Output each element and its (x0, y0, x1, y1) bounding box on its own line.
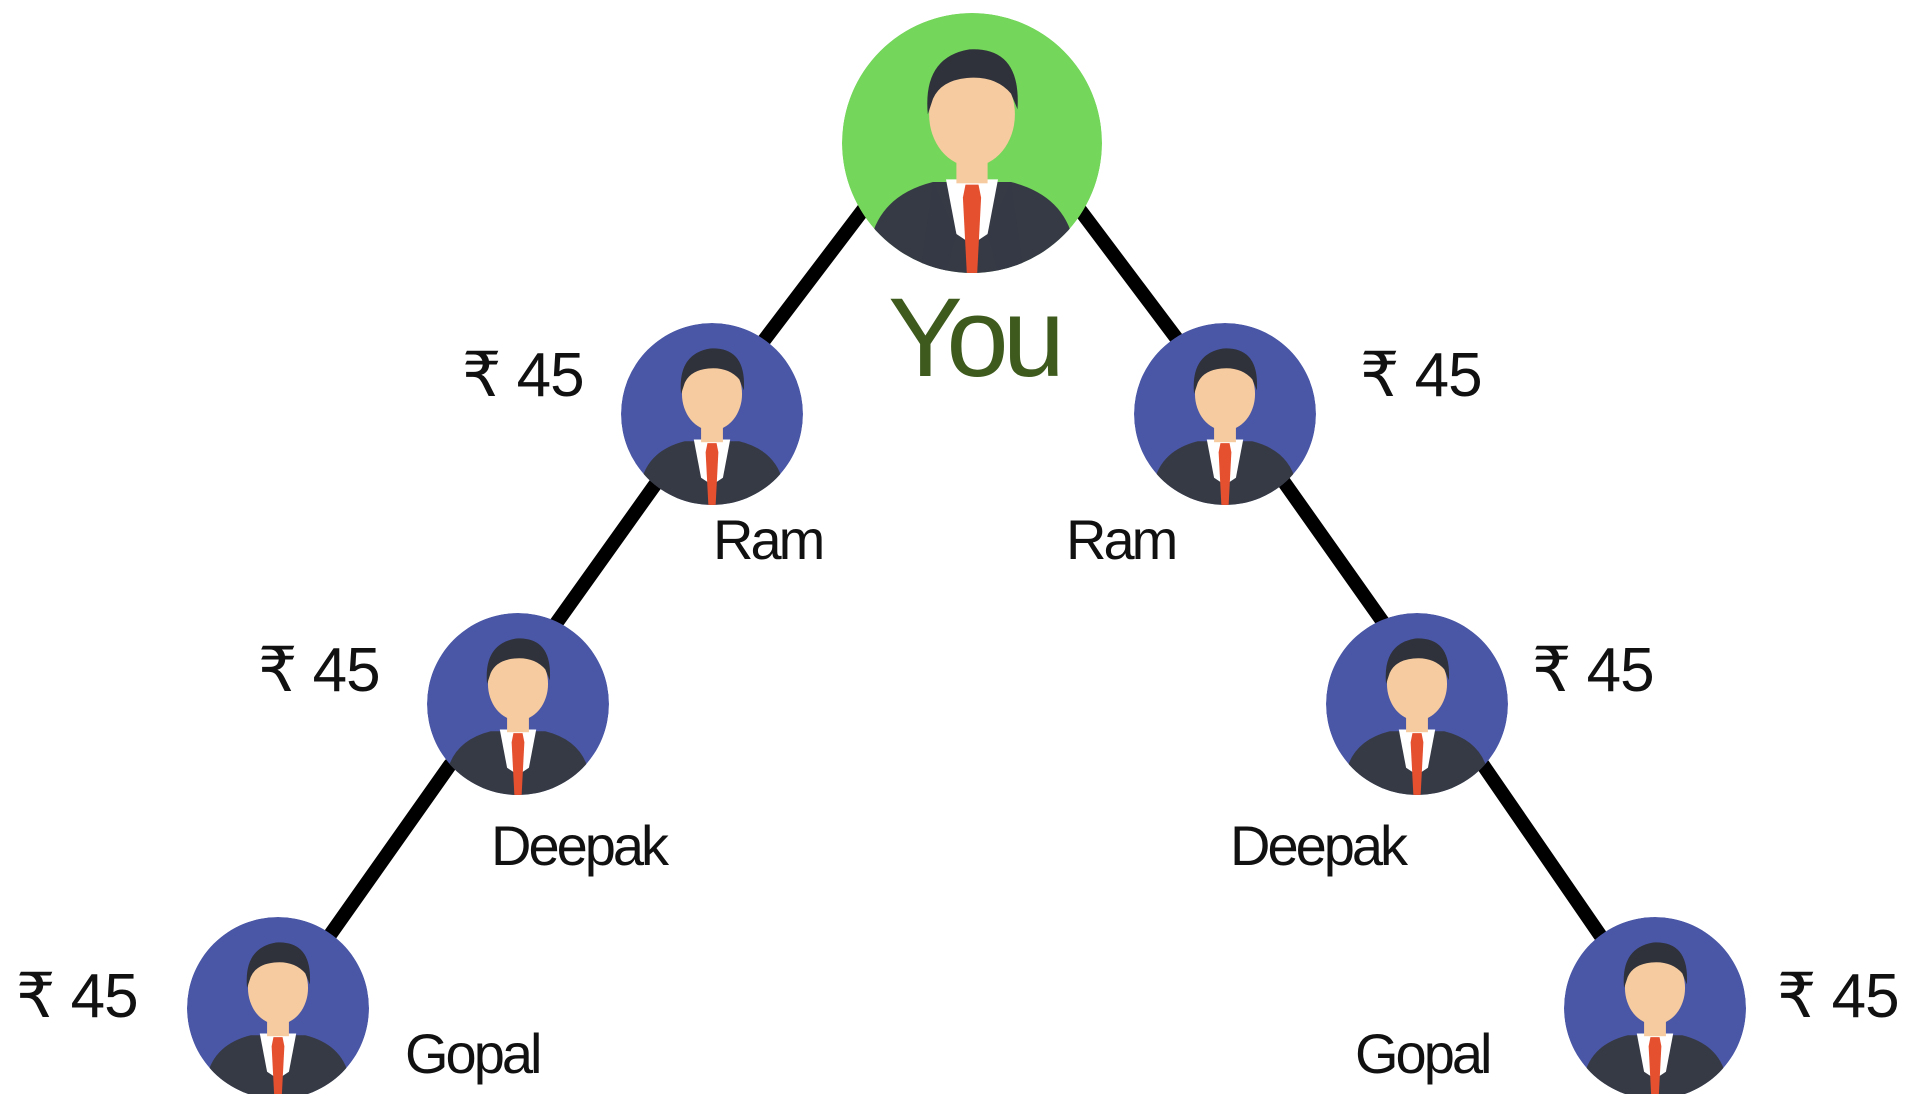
member-amount: ₹ 45 (258, 636, 381, 705)
link-right-1-right-2 (1272, 468, 1392, 632)
member-avatar (1326, 613, 1508, 795)
businessman-avatar-icon (1326, 613, 1508, 795)
member-name: Deepak (1230, 814, 1408, 877)
root-avatar (842, 13, 1102, 273)
businessman-avatar-icon (621, 323, 803, 505)
businessman-avatar-icon (187, 917, 369, 1094)
link-left-1-left-2 (548, 468, 669, 632)
root-label: You (888, 275, 1065, 400)
businessman-avatar-icon (1134, 323, 1316, 505)
member-name: Ram (1066, 508, 1178, 571)
businessman-avatar-icon (842, 13, 1102, 273)
member-avatar (1134, 323, 1316, 505)
member-name: Ram (713, 508, 825, 571)
member-amount: ₹ 45 (462, 341, 585, 410)
member-avatar (427, 613, 609, 795)
member-amount: ₹ 45 (1777, 962, 1900, 1031)
link-root-left-1 (755, 199, 873, 350)
member-avatar (1564, 917, 1746, 1094)
member-avatar (187, 917, 369, 1094)
member-avatar (621, 323, 803, 505)
member-amount: ₹ 45 (16, 962, 139, 1031)
businessman-avatar-icon (427, 613, 609, 795)
member-amount: ₹ 45 (1532, 636, 1655, 705)
member-name: Gopal (405, 1022, 542, 1085)
businessman-avatar-icon (1564, 917, 1746, 1094)
link-right-2-right-3 (1476, 758, 1607, 942)
member-name: Deepak (491, 814, 669, 877)
member-name: Gopal (1355, 1022, 1492, 1085)
link-left-2-left-3 (323, 758, 457, 942)
link-root-right-1 (1070, 199, 1187, 350)
member-amount: ₹ 45 (1360, 341, 1483, 410)
